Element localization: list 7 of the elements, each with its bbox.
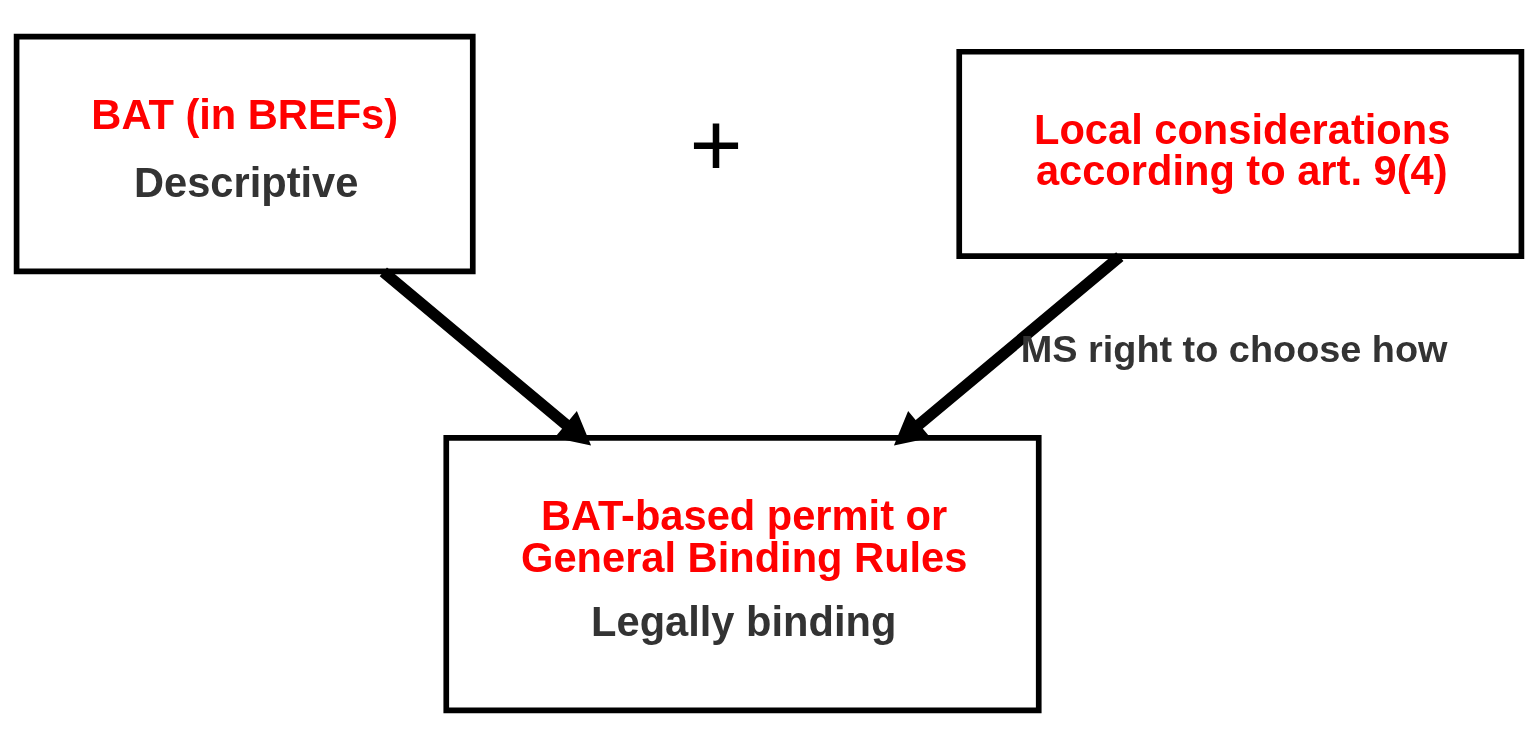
arrow bbox=[893, 251, 1124, 446]
node-box: BAT-based permit or General Binding Rules Legally binding bbox=[443, 434, 1042, 713]
arrow bbox=[379, 266, 592, 446]
node-box: Local considerations according to art. 9(4) bbox=[956, 48, 1525, 259]
node-box: BAT (in BREFs) Descriptive bbox=[13, 33, 476, 274]
label: + bbox=[689, 93, 743, 195]
edge-label: MS right to choose how bbox=[1020, 327, 1448, 370]
